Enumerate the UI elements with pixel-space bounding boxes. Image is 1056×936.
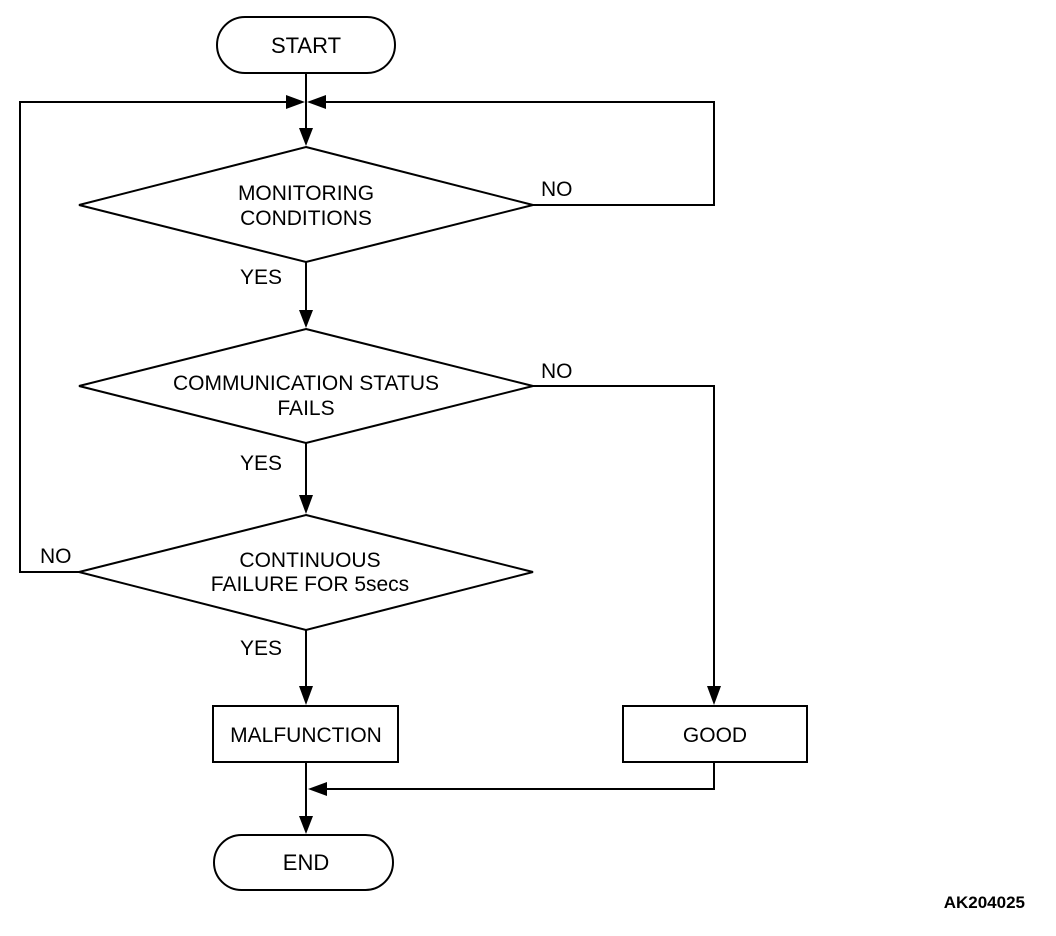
connector-decision-2-no	[533, 385, 715, 688]
start-terminal	[216, 16, 396, 74]
connector-decision-3-no-loop	[19, 101, 290, 573]
arrow-into-decision-2	[299, 310, 313, 328]
decision-2-yes-label: YES	[240, 452, 282, 475]
decision-2-line-2: FAILS	[277, 397, 334, 420]
arrow-into-end	[299, 816, 313, 834]
decision-1-line-2: CONDITIONS	[240, 207, 372, 230]
arrow-into-decision-3	[299, 495, 313, 514]
start-label: START	[271, 33, 341, 58]
end-label: END	[283, 850, 329, 875]
decision-1-line-1: MONITORING	[238, 182, 374, 205]
decision-3-yes-label: YES	[240, 637, 282, 660]
decision-1-diamond	[78, 145, 534, 264]
decision-3-line-2: FAILURE FOR 5secs	[211, 573, 409, 596]
decision-2-line-1: COMMUNICATION STATUS	[173, 372, 439, 395]
decision-3-no-label: NO	[40, 545, 72, 568]
arrow-loop-right-into-junction	[307, 95, 326, 109]
end-terminal	[213, 834, 394, 891]
figure-code: AK204025	[944, 893, 1025, 912]
decision-1-no-label: NO	[541, 178, 573, 201]
arrow-into-decision-1	[299, 128, 313, 146]
connector-decision-1-no-loop	[322, 101, 715, 206]
arrow-merge-into-end-line	[308, 782, 327, 796]
decision-3-diamond	[78, 513, 534, 632]
malfunction-label: MALFUNCTION	[230, 724, 382, 747]
arrow-loop-left-into-junction	[286, 95, 305, 109]
decision-1-yes-label: YES	[240, 266, 282, 289]
decision-3-line-1: CONTINUOUS	[239, 549, 380, 572]
arrow-into-good	[707, 686, 721, 705]
malfunction-box	[212, 705, 399, 763]
connector-good-to-merge	[324, 762, 715, 790]
decision-2-diamond	[78, 327, 534, 445]
good-label: GOOD	[683, 724, 747, 747]
good-box	[622, 705, 808, 763]
decision-2-no-label: NO	[541, 360, 573, 383]
arrow-into-malfunction	[299, 686, 313, 705]
